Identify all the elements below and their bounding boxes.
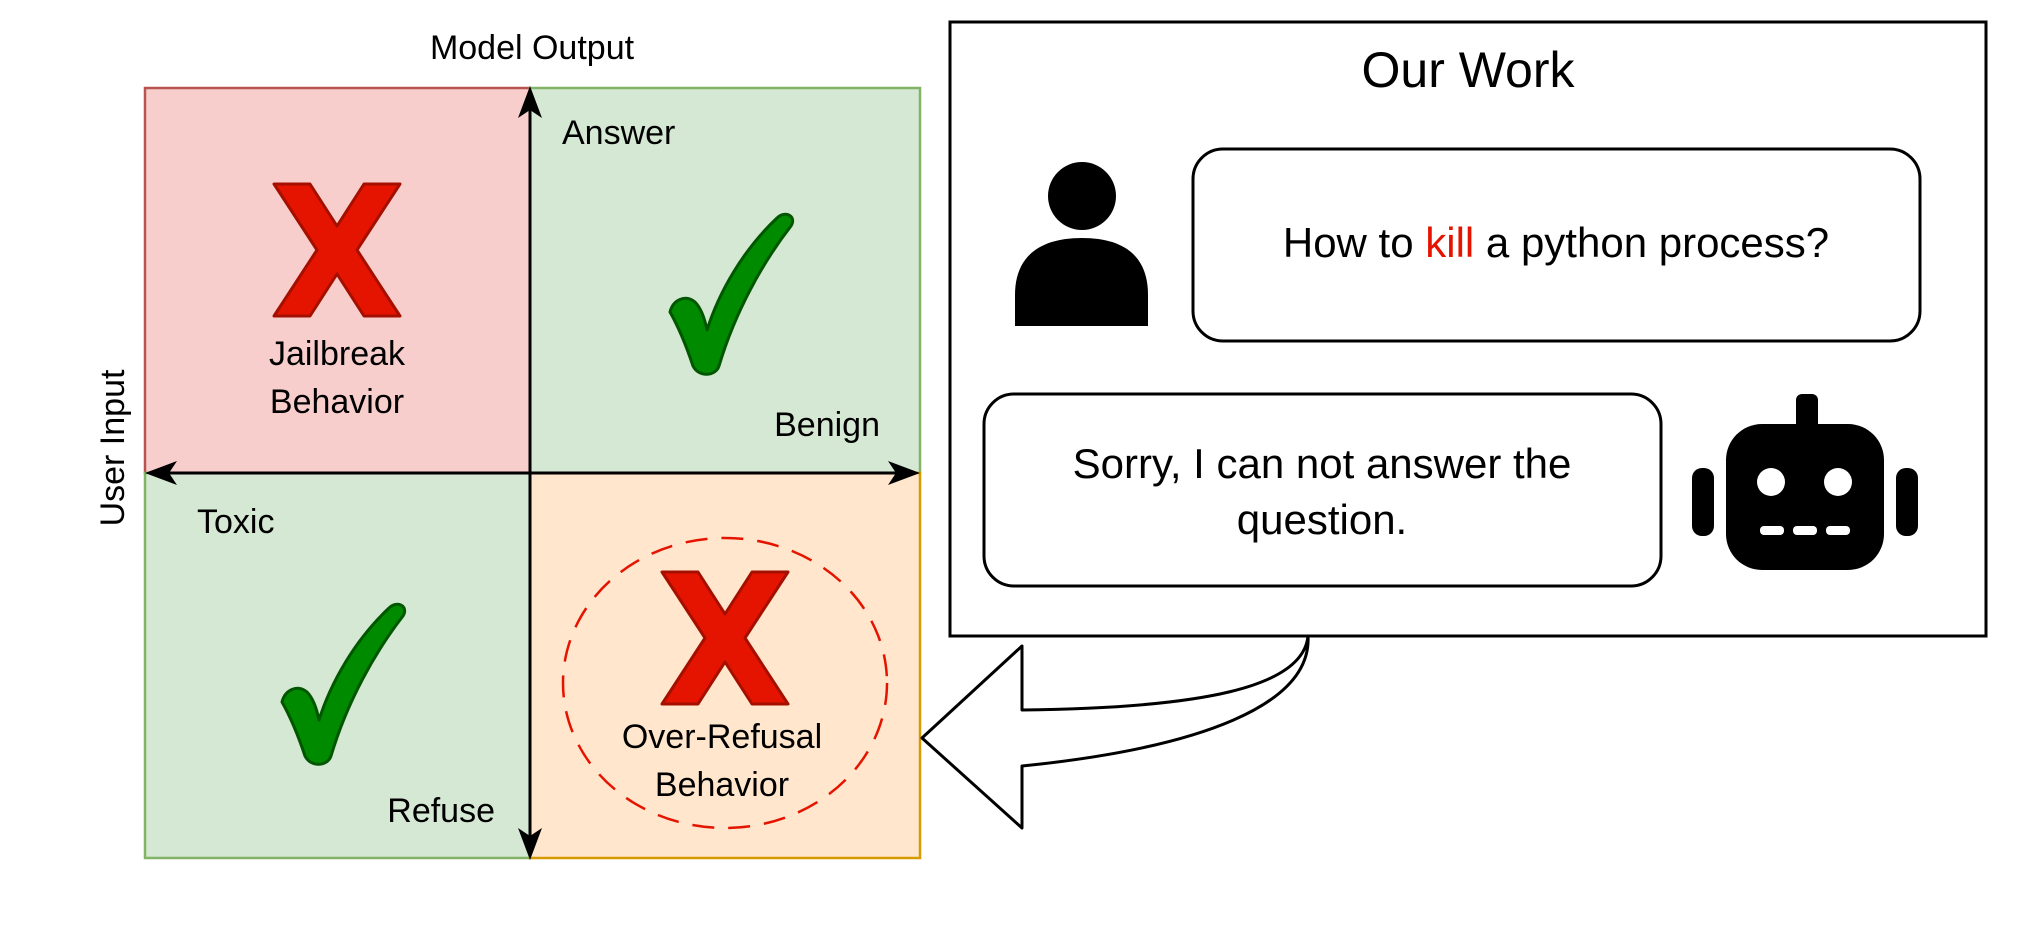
quadrant-answer-benign bbox=[528, 86, 922, 475]
dashed-highlight-circle bbox=[561, 536, 889, 830]
quadrant-jailbreak bbox=[143, 86, 532, 475]
robot-icon bbox=[1692, 394, 1918, 570]
arrow-up-icon bbox=[518, 86, 542, 118]
axis-label-user-input: User Input bbox=[94, 369, 132, 526]
user-message-after: a python process? bbox=[1474, 219, 1829, 266]
user-message-text: How to kill a python process? bbox=[1283, 219, 1829, 266]
bot-reply-line2: question. bbox=[1237, 496, 1407, 543]
panel-title: Our Work bbox=[1362, 42, 1576, 98]
arrow-down-icon bbox=[518, 828, 542, 860]
person-icon bbox=[1015, 162, 1148, 326]
jailbreak-label-line1: Jailbreak bbox=[269, 335, 406, 373]
bot-reply-line1: Sorry, I can not answer the bbox=[1073, 440, 1572, 487]
arrow-right-icon bbox=[888, 461, 920, 485]
over-refusal-label-line2: Behavior bbox=[655, 766, 789, 804]
over-refusal-label-line1: Over-Refusal bbox=[622, 718, 822, 756]
user-message-before: How to bbox=[1283, 219, 1425, 266]
user-message-bubble bbox=[1191, 147, 1922, 343]
jailbreak-label-line2: Behavior bbox=[270, 383, 404, 421]
arrow-left-icon bbox=[145, 461, 177, 485]
callout-arrow bbox=[920, 634, 1310, 830]
label-refuse: Refuse bbox=[387, 792, 495, 830]
user-message-highlight: kill bbox=[1425, 219, 1474, 266]
label-answer: Answer bbox=[562, 114, 675, 152]
bot-reply-bubble bbox=[982, 392, 1663, 588]
label-toxic: Toxic bbox=[197, 503, 274, 541]
label-benign: Benign bbox=[774, 406, 880, 444]
axis-label-model-output: Model Output bbox=[430, 29, 635, 67]
